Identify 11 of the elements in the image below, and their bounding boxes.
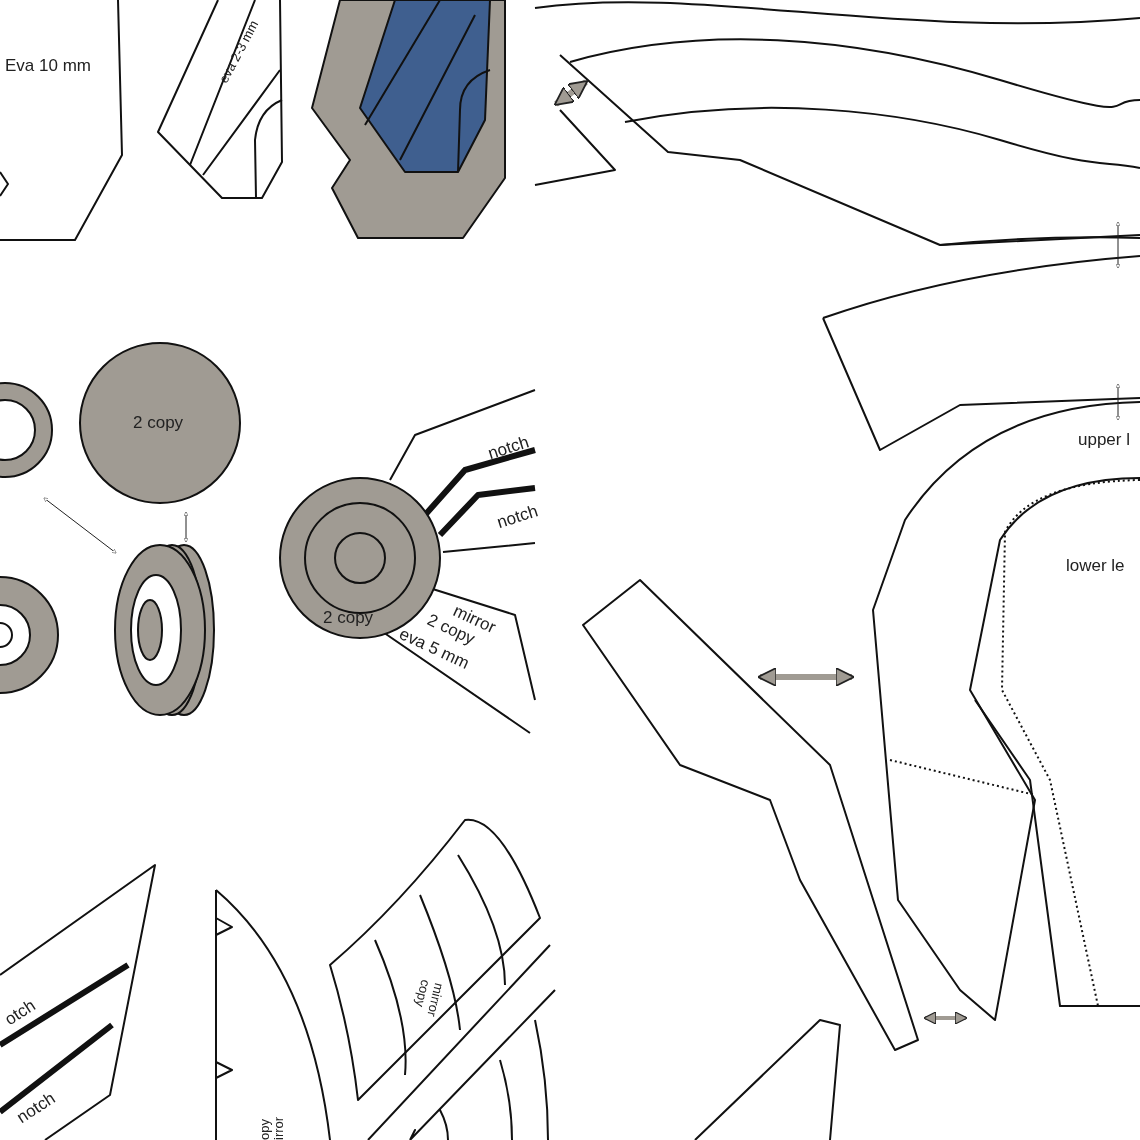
size-label: Eva 10 mm xyxy=(5,57,91,75)
size-label: eva 2-3 mm xyxy=(215,17,263,87)
part-name: lower le xyxy=(1066,557,1125,575)
notch-label: otch xyxy=(2,996,39,1030)
part-name: upper l xyxy=(1078,431,1130,449)
copy-note: 2 copy xyxy=(133,414,184,432)
copy-mirror-note: opy irror xyxy=(258,1115,286,1140)
notch-label: notch xyxy=(495,502,541,533)
mirror-copy-note: mirror copy xyxy=(411,978,446,1021)
copy-note: 2 copy xyxy=(323,609,374,627)
notch-label: notch xyxy=(486,433,532,464)
